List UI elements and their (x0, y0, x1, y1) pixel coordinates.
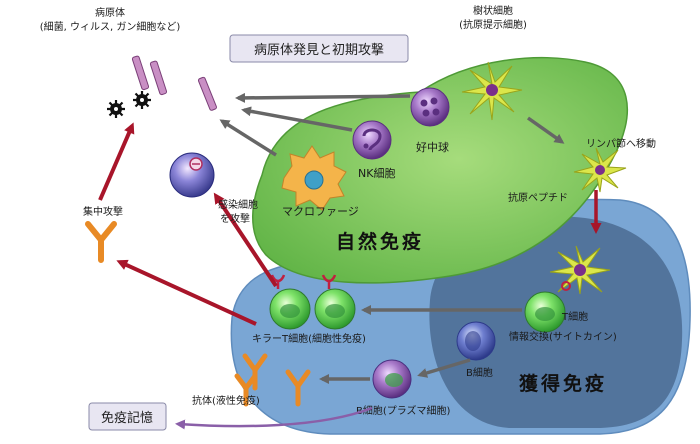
infected-cell-sublabel: を攻撃 (220, 212, 250, 225)
t-cell-label: T細胞 (561, 310, 588, 323)
arrow-dendritic-to-lymph (526, 116, 565, 144)
arrow-killer-to-infected (213, 192, 278, 288)
infected-cell-label: 感染細胞 (218, 198, 258, 211)
infected-cell-icon (169, 152, 215, 198)
memory-box (88, 402, 167, 431)
macrophage-label: マクロファージ (282, 205, 359, 218)
nk-cell-icon (352, 120, 392, 160)
antigen-peptide-label: 抗原ペプチド (508, 191, 568, 204)
b-cell-label: B細胞 (466, 366, 493, 379)
arrow-to-memory (175, 406, 373, 430)
dendritic-cell-icon (573, 147, 627, 193)
memory-box-text: 免疫記憶 (101, 410, 153, 426)
plasma-cell-icon (372, 359, 412, 399)
pathogen-sublabel: (細菌, ウィルス, ガン細胞など) (40, 20, 181, 33)
killer-t-cell-icon (269, 274, 311, 330)
antibody-icon (234, 373, 258, 407)
antibody-label: 抗体(液性免疫) (192, 394, 260, 407)
dendritic-cell-icon (549, 245, 611, 295)
t-cell-icon (524, 291, 566, 333)
virus-icon (133, 91, 151, 109)
pathogen-rods (131, 55, 217, 111)
killer-t-label: キラーT細胞(細胞性免疫) (252, 332, 366, 345)
neutrophil-label: 好中球 (416, 140, 449, 154)
innate-immunity-label: 自然免疫 (336, 230, 424, 253)
title-box (229, 34, 409, 63)
title-box-text: 病原体発見と初期攻撃 (254, 42, 384, 58)
arrow-macrophage-to-pathogen (219, 119, 277, 157)
neutrophil-icon (410, 87, 450, 127)
killer-t-cell-icon (314, 274, 356, 330)
dendritic-cell-icon (461, 61, 523, 121)
arrow-neutrophil-to-pathogen (241, 106, 353, 132)
b-cell-icon (456, 321, 496, 361)
receptor-icon (561, 281, 571, 291)
dendritic-label: 樹状細胞 (473, 4, 513, 17)
macrophage-icon (281, 145, 347, 211)
antibody-icon (85, 221, 117, 263)
arrow-dendritic-to-pathogen (235, 92, 411, 103)
pathogen-label: 病原体 (95, 6, 125, 19)
arrow-killer-to-antibody (116, 259, 257, 326)
arrow-focused-to-pathogen (98, 122, 135, 201)
lymph-move-label: リンパ節へ移動 (586, 137, 656, 150)
plasma-cell-label: B細胞(プラズマ細胞) (356, 404, 451, 417)
cytokine-label: 情報交換(サイトカイン) (509, 330, 617, 343)
nk-cell-label: NK細胞 (358, 167, 395, 180)
focused-attack-label: 集中攻撃 (83, 205, 123, 218)
virus-icon (107, 100, 125, 118)
antibody-icon (285, 369, 311, 407)
arrow-bcell-to-plasma (417, 358, 471, 378)
adaptive-immunity-label: 獲得免疫 (519, 372, 607, 395)
dendritic-sublabel: (抗原提示細胞) (459, 18, 527, 31)
